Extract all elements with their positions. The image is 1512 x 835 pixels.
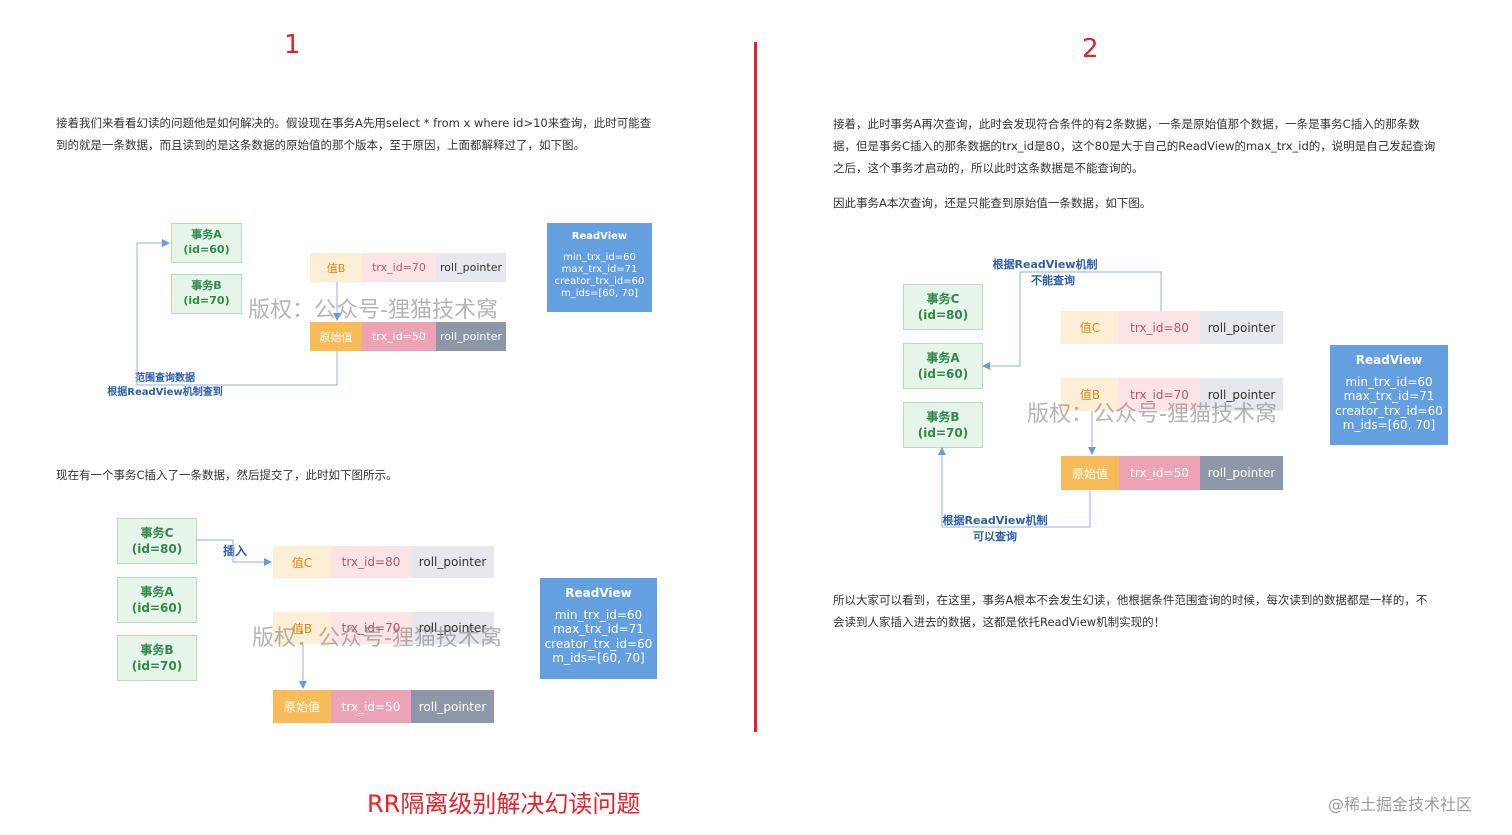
d2-tx-b: 事务B(id=70) — [117, 635, 197, 681]
d2-readview: ReadView min_trx_id=60 max_trx_id=71 cre… — [540, 578, 657, 679]
d2-tx-a: 事务A(id=60) — [117, 577, 197, 623]
panel2-paragraph-2: 因此事务A本次查询，还是只能查到原始值一条数据，如下图。 — [833, 196, 1152, 210]
d1-query-arrow — [136, 239, 338, 386]
d3-tx-c: 事务C(id=80) — [903, 284, 983, 330]
d1-tx-a: 事务A(id=60) — [171, 223, 242, 263]
d3-cannot-query-arrow — [982, 271, 1162, 370]
d3-note-bottom: 根据ReadView机制 可以查询 — [942, 514, 1048, 543]
caption: RR隔离级别解决幻读问题 — [367, 790, 641, 818]
d1-readview: ReadView min_trx_id=60 max_trx_id=71 cre… — [547, 223, 652, 312]
d1-row-b: 值B trx_id=70 roll_pointer — [310, 253, 506, 282]
panel1-paragraph-1: 接着我们来看看幻读的问题他是如何解决的。假设现在事务A先用select * fr… — [56, 116, 652, 152]
d1-watermark: 版权：公众号-狸猫技术窝 — [248, 298, 498, 323]
d3-row-b: 值B trx_id=70 roll_pointer — [1061, 378, 1283, 411]
d2-row-original: 原始值 trx_id=50 roll_pointer — [273, 690, 494, 723]
panel2-paragraph-3: 所以大家可以看到，在这里，事务A根本不会发生幻读，他根据条件范围查询的时候，每次… — [833, 593, 1428, 629]
d2-tx-c: 事务C(id=80) — [117, 518, 197, 564]
d2-row-b: 值B trx_id=70 roll_pointer — [273, 612, 494, 644]
d3-tx-a: 事务A(id=60) — [903, 343, 983, 389]
d3-row-c: 值C trx_id=80 roll_pointer — [1061, 311, 1283, 344]
d3-tx-b: 事务B(id=70) — [903, 402, 983, 448]
d3-row-original: 原始值 trx_id=50 roll_pointer — [1061, 456, 1283, 490]
d2-watermark: 版权：公众号-狸猫技术窝 — [252, 626, 502, 651]
center-divider — [754, 42, 757, 732]
d1-note: 范围查询数据 根据ReadView机制查到 — [107, 373, 223, 398]
d3-watermark: 版权：公众号-狸猫技术窝 — [1027, 402, 1277, 427]
site-watermark: @稀土掘金技术社区 — [1328, 795, 1473, 814]
panel2-paragraph-1: 接着，此时事务A再次查询，此时会发现符合条件的有2条数据，一条是原始值那个数据，… — [833, 117, 1436, 175]
d3-can-query-arrow — [938, 447, 1091, 528]
d3-readview: ReadView min_trx_id=60 max_trx_id=71 cre… — [1330, 345, 1448, 445]
panel1-number: 1 — [284, 30, 301, 60]
panel2-number: 2 — [1082, 34, 1099, 64]
panel1-paragraph-2: 现在有一个事务C插入了一条数据，然后提交了，此时如下图所示。 — [56, 468, 398, 482]
d3-note-top: 根据ReadView机制 不能查询 — [992, 258, 1098, 287]
d1-tx-b: 事务B(id=70) — [171, 274, 242, 314]
d2-insert-label: 插入 — [223, 544, 248, 558]
d2-row-c: 值C trx_id=80 roll_pointer — [273, 546, 494, 578]
d2-insert-arrow — [196, 539, 272, 566]
d1-row-original: 原始值 trx_id=50 roll_pointer — [310, 322, 506, 351]
